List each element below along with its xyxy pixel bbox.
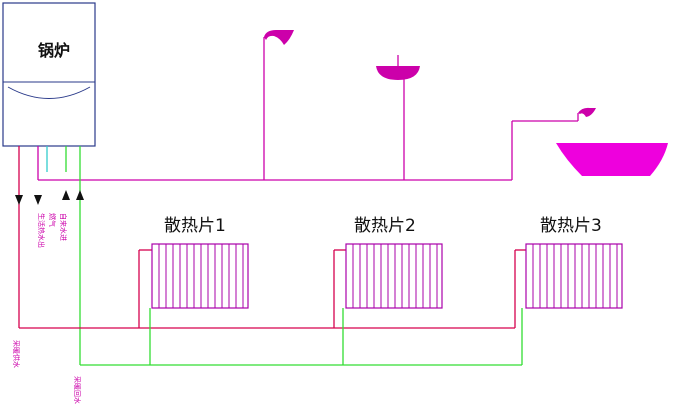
radiator-1: 散热片1 — [151, 216, 249, 309]
basin-fixture — [556, 107, 668, 176]
heating-return-label: 采暖回水 — [73, 376, 82, 404]
hot-water-pipes — [37, 37, 579, 181]
cold-water-up-arrow — [62, 190, 70, 200]
supply-pipes — [19, 249, 526, 329]
boiler-label: 锅炉 — [38, 41, 70, 60]
supply-down-arrow — [15, 195, 23, 205]
radiator-2: 散热片2 — [345, 216, 443, 309]
hot-water-out-label: 生活热水出 — [37, 213, 46, 248]
radiator-2-label: 散热片2 — [354, 216, 416, 236]
radiator-3: 散热片3 — [525, 216, 623, 309]
cold-water-in-label: 自来水进 — [59, 213, 68, 241]
radiator-3-label: 散热片3 — [540, 216, 602, 236]
flow-arrows — [15, 190, 84, 205]
faucet-fixture — [264, 30, 294, 45]
boiler: 锅炉 — [2, 2, 96, 147]
heating-supply-label: 采暖供水 — [12, 340, 21, 368]
return-pipes — [80, 308, 523, 366]
boiler-connections — [18, 146, 81, 365]
shower-fixture — [376, 55, 420, 80]
hot-water-down-arrow — [34, 195, 42, 205]
return-up-arrow — [76, 190, 84, 200]
radiator-1-label: 散热片1 — [164, 216, 226, 236]
pipe-labels: 生活热水出 燃气 自来水进 采暖供水 采暖回水 — [12, 213, 82, 404]
gas-label: 燃气 — [48, 213, 57, 227]
